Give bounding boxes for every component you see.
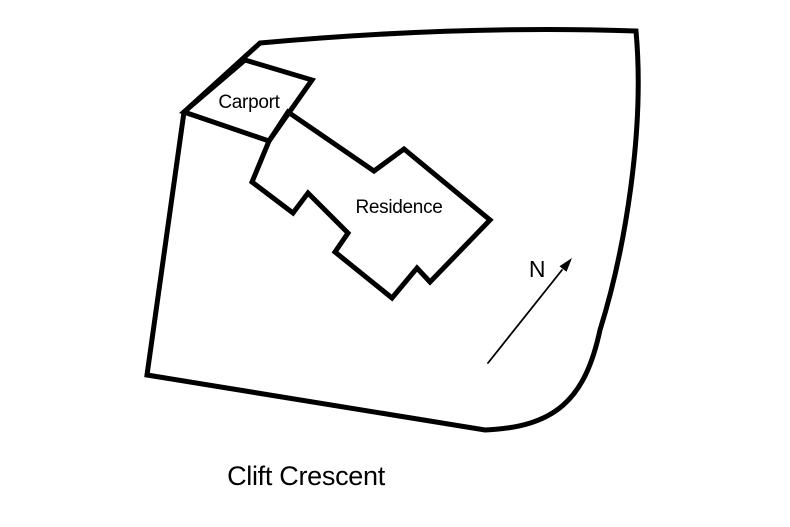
carport-outline	[179, 57, 317, 144]
north-arrow-head	[559, 258, 572, 272]
carport-label: Carport	[218, 92, 280, 113]
north-arrow-shaft	[487, 269, 563, 364]
residence-label: Residence	[355, 197, 442, 218]
street-name-label: Clift Crescent	[227, 461, 386, 491]
north-label: N	[529, 256, 545, 282]
residence-outline	[248, 108, 494, 302]
property-boundary-outline	[144, 27, 641, 433]
north-arrow	[487, 258, 572, 364]
